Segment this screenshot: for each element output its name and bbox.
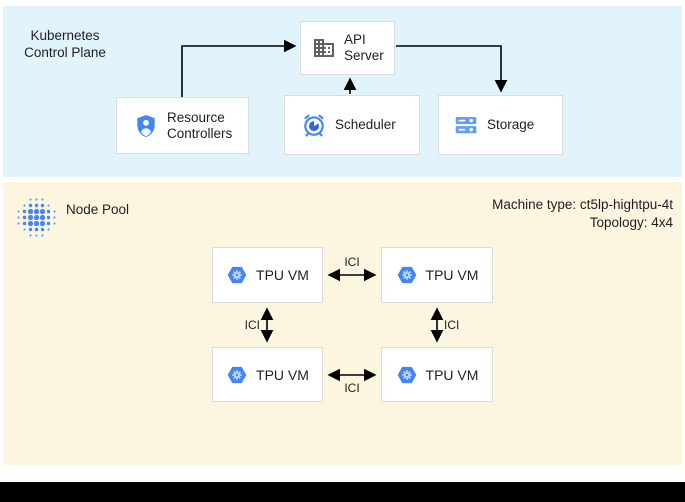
shield-user-icon (133, 113, 159, 139)
ici-label-left: ICI (244, 318, 260, 332)
scheduler-node: Scheduler (284, 95, 420, 155)
tpu-vm-node-2: TPU VM (381, 247, 493, 303)
node-pool-panel (3, 182, 682, 465)
hexagon-gear-icon (226, 264, 248, 286)
tpu-vm-label: TPU VM (425, 267, 479, 283)
control-plane-title: Kubernetes Control Plane (24, 28, 106, 60)
storage-disks-icon (453, 112, 479, 138)
tpu-vm-node-3: TPU VM (212, 347, 323, 402)
ici-label-top: ICI (344, 255, 360, 269)
tpu-vm-label: TPU VM (256, 366, 309, 383)
tpu-vm-node-4: TPU VM (381, 347, 493, 402)
hexagon-gear-icon (396, 364, 418, 386)
api-server-node: API Server (300, 21, 395, 75)
resource-controllers-label: Resource Controllers (167, 109, 233, 141)
dots-grid-icon (17, 198, 56, 237)
node-pool-meta: Machine type: ct5lp-hightpu-4t Topology:… (492, 196, 673, 232)
api-server-label: API Server (344, 32, 384, 63)
tpu-vm-node-1: TPU VM (212, 247, 323, 303)
ici-label-right: ICI (444, 318, 460, 332)
tpu-vm-label: TPU VM (425, 366, 479, 383)
hexagon-gear-icon (396, 264, 418, 286)
hexagon-gear-icon (226, 364, 248, 386)
node-pool-title: Node Pool (66, 202, 130, 217)
storage-label: Storage (487, 117, 535, 132)
topology-text: Topology: 4x4 (589, 215, 673, 230)
scheduler-label: Scheduler (335, 117, 396, 132)
ici-label-bottom: ICI (344, 381, 360, 395)
tpu-vm-label: TPU VM (256, 267, 309, 283)
alarm-clock-icon (301, 112, 327, 138)
resource-controllers-node: Resource Controllers (116, 97, 249, 154)
bottom-bar (0, 482, 685, 502)
building-icon (312, 36, 336, 60)
machine-type-text: Machine type: ct5lp-hightpu-4t (492, 197, 673, 212)
storage-node: Storage (438, 95, 563, 155)
